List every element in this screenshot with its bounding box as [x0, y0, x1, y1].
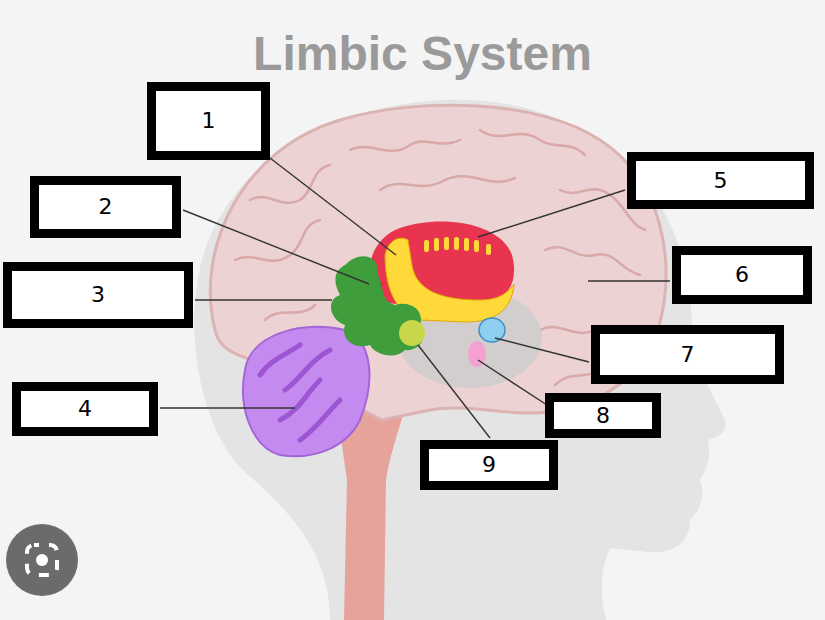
leader-line	[478, 190, 625, 237]
stripe	[424, 240, 429, 252]
leader-line	[160, 407, 295, 408]
fold-line	[260, 345, 300, 375]
leader-line	[195, 299, 332, 300]
callout-box: 4	[12, 382, 158, 436]
stripe	[474, 240, 479, 252]
callout-box: 8	[545, 393, 661, 438]
gyrus-line	[265, 305, 315, 320]
lens-dot	[36, 554, 48, 566]
callout-box: 1	[147, 82, 270, 160]
cerebellum	[243, 327, 369, 456]
callout-number: 6	[735, 264, 749, 286]
fold-line	[280, 380, 320, 420]
callout-box: 6	[672, 246, 812, 304]
leader-line	[478, 360, 547, 405]
hypothalamus	[479, 318, 505, 342]
callout-number: 9	[482, 454, 496, 476]
stripe	[454, 237, 459, 250]
pituitary	[468, 341, 486, 367]
stripe	[464, 238, 469, 251]
leader-line	[183, 210, 369, 284]
gyrus-line	[250, 165, 330, 203]
callout-number: 8	[596, 405, 610, 427]
cerebellum-folds	[260, 345, 340, 440]
callout-number: 2	[99, 196, 113, 218]
callout-box: 5	[627, 152, 814, 209]
leader-line	[270, 158, 396, 255]
leader-line	[588, 280, 670, 281]
lens-icon	[6, 524, 78, 596]
callout-number: 5	[714, 170, 728, 192]
callout-number: 1	[202, 110, 216, 132]
gyrus-line	[380, 176, 515, 190]
callout-box: 9	[420, 440, 558, 490]
fold-line	[285, 350, 330, 390]
cingulate-stripes	[424, 237, 491, 255]
diagram-title: Limbic System	[10, 26, 825, 81]
callout-number: 7	[681, 344, 695, 366]
callout-box: 7	[591, 325, 784, 384]
gyrus-line	[480, 130, 585, 155]
callout-box: 3	[3, 262, 193, 328]
callout-number: 3	[91, 284, 105, 306]
stripe	[434, 238, 439, 251]
callout-box: 2	[30, 176, 181, 238]
fold-line	[300, 400, 340, 440]
hippocampus	[331, 256, 424, 355]
leader-line	[418, 345, 490, 438]
olive-structure	[399, 320, 425, 346]
callout-number: 4	[78, 398, 92, 420]
stripe	[444, 237, 449, 250]
gyrus-line	[350, 140, 460, 151]
lens-frame	[27, 545, 57, 575]
leader-line	[495, 338, 589, 362]
gyrus-line	[545, 247, 640, 275]
stripe	[486, 244, 491, 255]
lens-circle	[6, 524, 78, 596]
gyrus-line	[235, 220, 320, 261]
